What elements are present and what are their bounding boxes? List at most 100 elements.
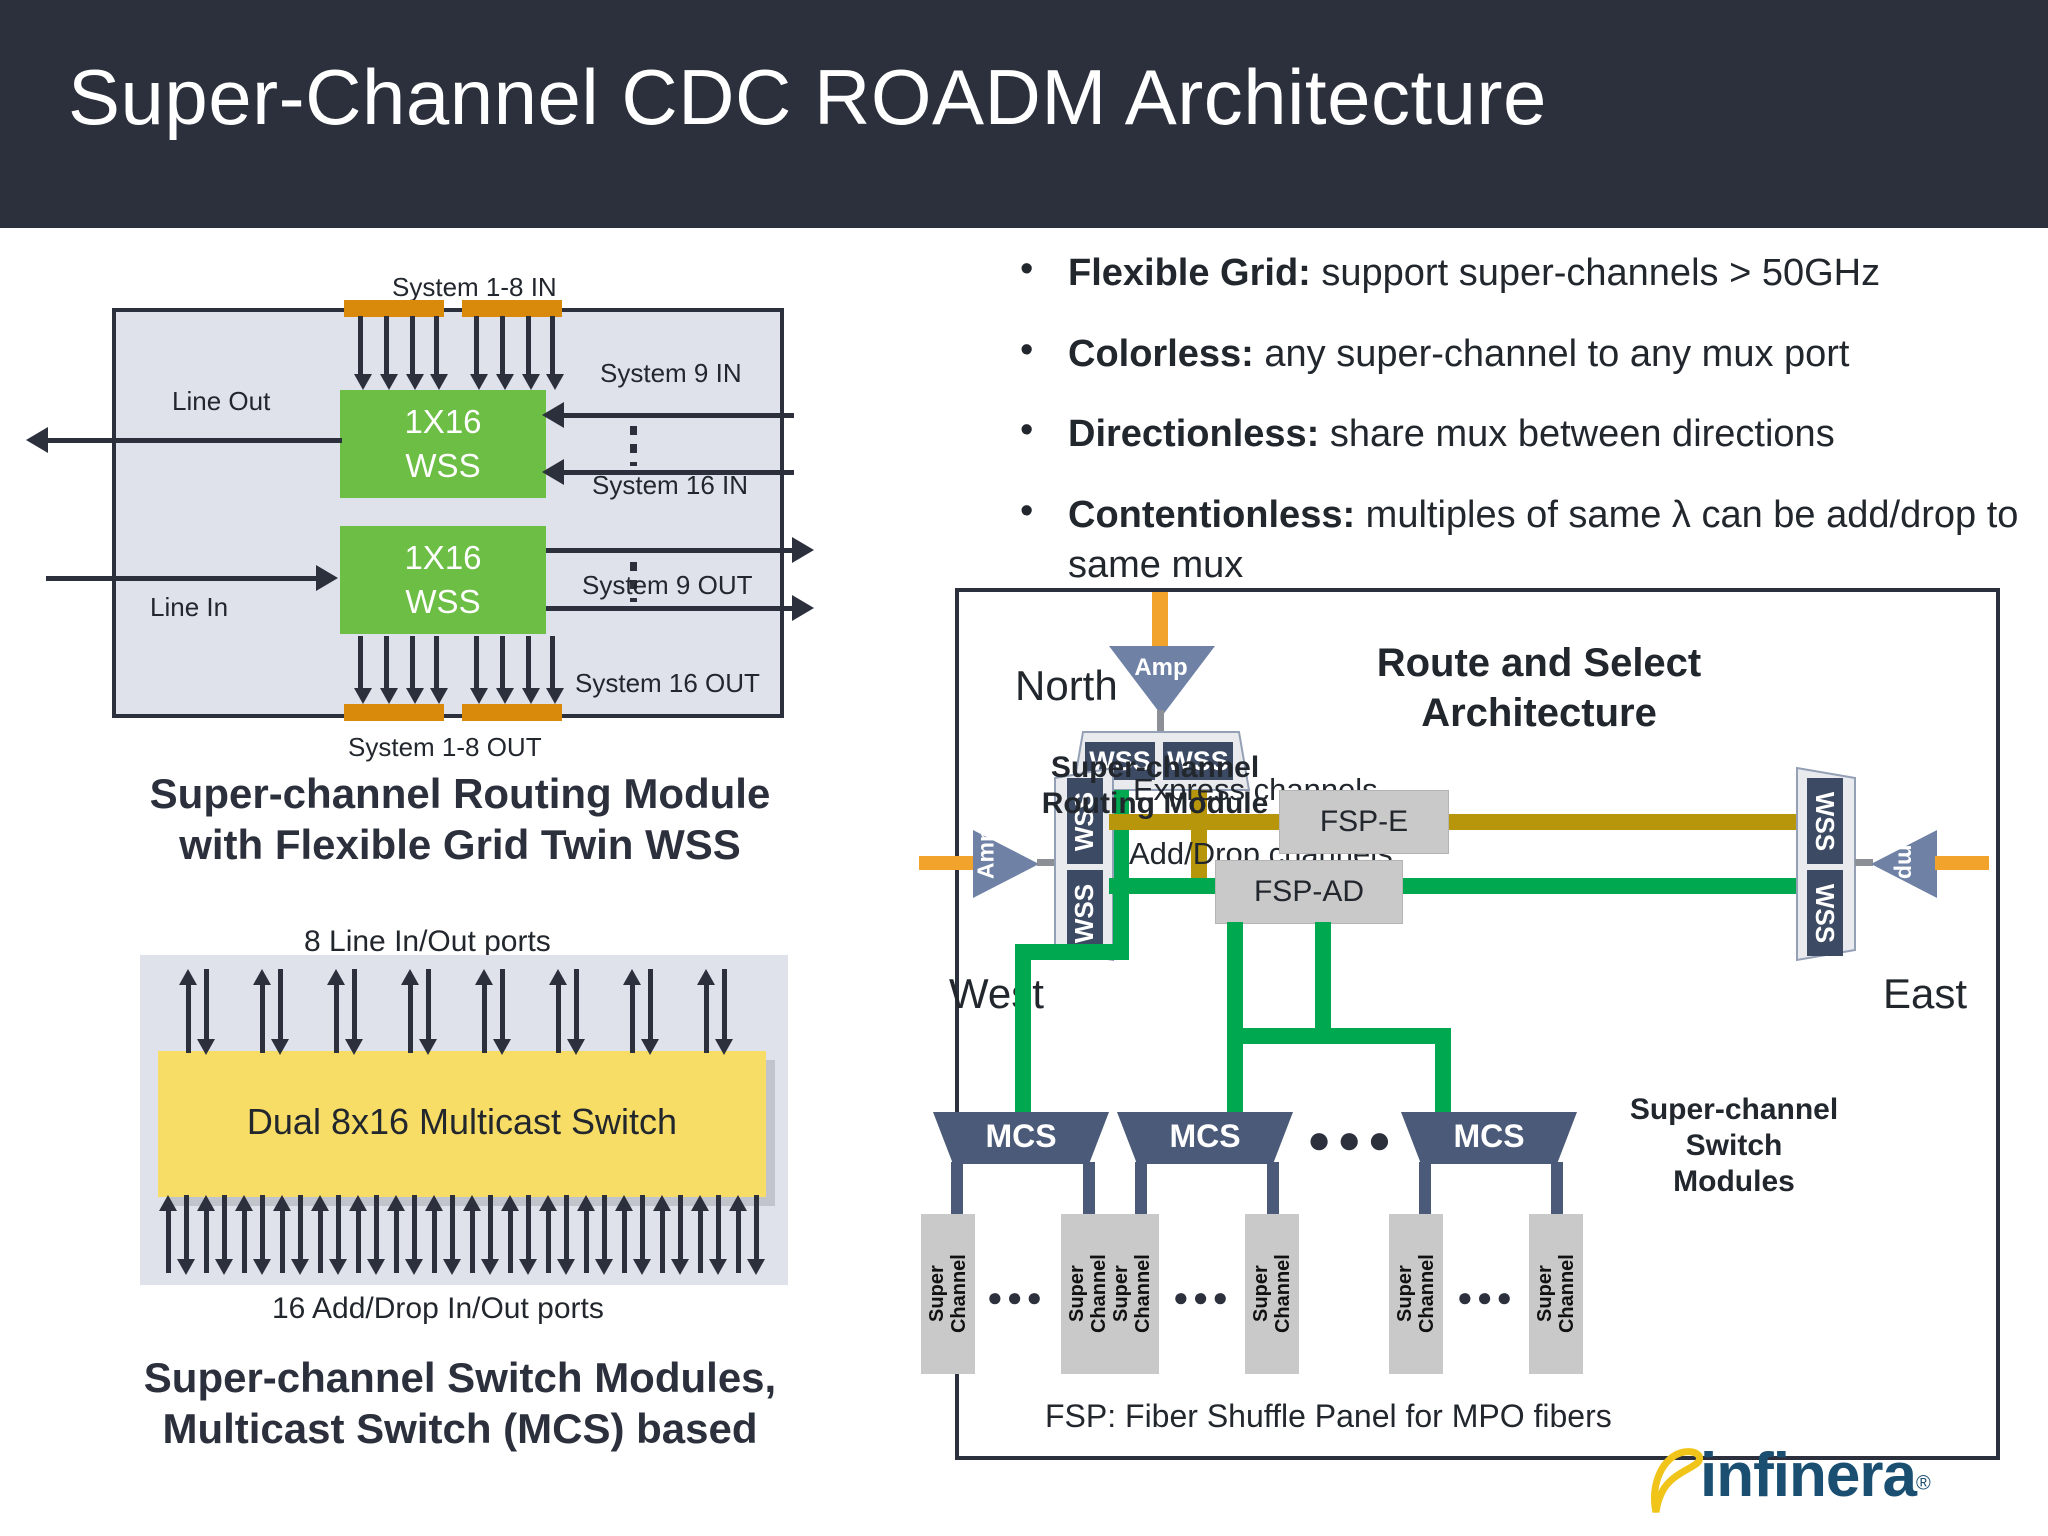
bullet-flexible-grid: Flexible Grid: support super-channels > … (1010, 244, 2020, 299)
caption-line2: Multicast Switch (MCS) based (162, 1405, 758, 1453)
adddrop-port-2-arrow-head-down (215, 1259, 233, 1275)
bullet-directionless: Directionless: share mux between directi… (1010, 405, 2020, 460)
line-port-1-down-line (204, 969, 209, 1039)
caption-line1: Super-channel Switch Modules, (143, 1354, 777, 1401)
port-line (550, 636, 555, 692)
arrow-head-down (496, 688, 514, 704)
fsp-e-block: FSP-E (1279, 790, 1449, 854)
line-port-1-up-line (186, 983, 191, 1053)
bullet-term: Colorless: (1068, 332, 1254, 375)
line-port-2-up-line (260, 983, 265, 1053)
arrow-head-down (380, 688, 398, 704)
west-amp-stem (1037, 859, 1055, 866)
port-line (434, 316, 439, 378)
adddrop-port-4-arrow-head-down (291, 1259, 309, 1275)
bullet-text: any super-channel to any mux port (1253, 332, 1850, 375)
amp-east-icon (1871, 830, 1937, 898)
label-system-16-in: System 16 IN (592, 470, 749, 500)
adddrop-port-16-arrow-head-down (747, 1259, 765, 1275)
line-port-7-up-line (630, 983, 635, 1053)
adddrop-port-5-arrow-head-down (329, 1259, 347, 1275)
line-port-6-arrow-head-down (567, 1039, 585, 1055)
amp-north-label: Amp (1134, 654, 1188, 681)
system16-out-path (546, 606, 794, 611)
mcs-module-2 (1117, 1112, 1293, 1164)
line-port-5-up-line (482, 983, 487, 1053)
label-system-9-in: System 9 IN (600, 358, 742, 388)
adddrop-port-6-up-line (356, 1209, 361, 1273)
srm-callout-label: Super-channel Routing Module (1015, 750, 1295, 822)
bullet-text: multiples of same λ can be add/drop to s… (1068, 493, 2019, 587)
adddrop-port-11-up-line (546, 1209, 551, 1273)
line-port-8-down-line (722, 969, 727, 1039)
amp-west-label: Amp (972, 827, 999, 880)
label-east: East (1883, 970, 1968, 1017)
adddrop-port-15-arrow-head-down (709, 1259, 727, 1275)
mcs-label-3: MCS (1453, 1118, 1525, 1154)
north-wss-label-2: WSS (1163, 742, 1233, 780)
label-system-1-8-out: System 1-8 OUT (348, 732, 542, 762)
route-select-heading: Route and Select Architecture (1299, 638, 1779, 738)
srm-callout-line1: Super-channel (1050, 751, 1260, 784)
mcs-label-1: MCS (985, 1118, 1057, 1154)
label-system-16-out: System 16 OUT (575, 668, 760, 698)
adddrop-port-3-arrow-head-up (235, 1195, 253, 1211)
adddrop-port-9-arrow-head-down (481, 1259, 499, 1275)
bullet-colorless: Colorless: any super-channel to any mux … (1010, 325, 2020, 380)
feature-bullet-list: Flexible Grid: support super-channels > … (1010, 244, 2020, 621)
bullet-term: Contentionless: (1068, 493, 1356, 536)
adddrop-port-8-arrow-head-down (443, 1259, 461, 1275)
routing-module-caption: Super-channel Routing Module with Flexib… (60, 768, 860, 870)
arrow-head-left (542, 459, 564, 485)
super-channel-switch-modules-label: Super-channel Switch Modules (1609, 1092, 1859, 1200)
adddrop-port-7-arrow-head-down (405, 1259, 423, 1275)
green-branch-right (1315, 1028, 1451, 1044)
infinera-wordmark: infinera (1700, 1441, 1917, 1510)
heading-line2: Architecture (1421, 691, 1657, 735)
route-and-select-diagram: Route and Select Architecture North Amp … (919, 588, 2000, 1460)
heading-line1: Route and Select (1376, 641, 1702, 685)
adddrop-port-13-arrow-head-up (615, 1195, 633, 1211)
wss-top-line1: 1X16 (404, 403, 482, 441)
ellipsis-vertical-in (630, 426, 637, 466)
label-system-9-out: System 9 OUT (582, 570, 753, 600)
line-port-7-arrow-head-up (623, 969, 641, 985)
amp-east-label: Amp (1893, 827, 1920, 880)
amp-north-icon (1109, 646, 1215, 716)
adddrop-port-2-arrow-head-up (197, 1195, 215, 1211)
line-port-3-arrow-head-up (327, 969, 345, 985)
line-port-4-down-line (426, 969, 431, 1039)
mcs-ellipsis: ●●● (1307, 1118, 1398, 1162)
line-port-6-up-line (556, 983, 561, 1053)
line-port-3-up-line (334, 983, 339, 1053)
arrow-head-down (522, 688, 540, 704)
line-port-4-up-line (408, 983, 413, 1053)
adddrop-port-3-down-line (260, 1195, 265, 1259)
adddrop-port-1-arrow-head-down (177, 1259, 195, 1275)
super-channel-ellipsis-2: ●●● (1173, 1282, 1233, 1312)
green-drop-mcs-3 (1435, 1028, 1451, 1112)
mcs-stem (1083, 1162, 1095, 1218)
adddrop-port-12-arrow-head-up (577, 1195, 595, 1211)
super-channel-ellipsis-3: ●●● (1457, 1282, 1517, 1312)
green-drop-mcs-3a (1315, 922, 1331, 1044)
port-line (410, 316, 415, 378)
green-drop-mcs-2 (1227, 922, 1243, 1112)
adddrop-port-16-arrow-head-up (729, 1195, 747, 1211)
line-port-5-down-line (500, 969, 505, 1039)
line-port-8-arrow-head-down (715, 1039, 733, 1055)
adddrop-port-5-arrow-head-up (311, 1195, 329, 1211)
mcs-module-3 (1401, 1112, 1577, 1164)
adddrop-port-2-down-line (222, 1195, 227, 1259)
arrow-head-left (26, 427, 48, 453)
port-line (500, 636, 505, 692)
mcs-stem (1551, 1162, 1563, 1218)
adddrop-port-1-down-line (184, 1195, 189, 1259)
infinera-mark-icon (1650, 1448, 1703, 1513)
port-line (384, 316, 389, 378)
east-amp-stem (1855, 859, 1873, 866)
